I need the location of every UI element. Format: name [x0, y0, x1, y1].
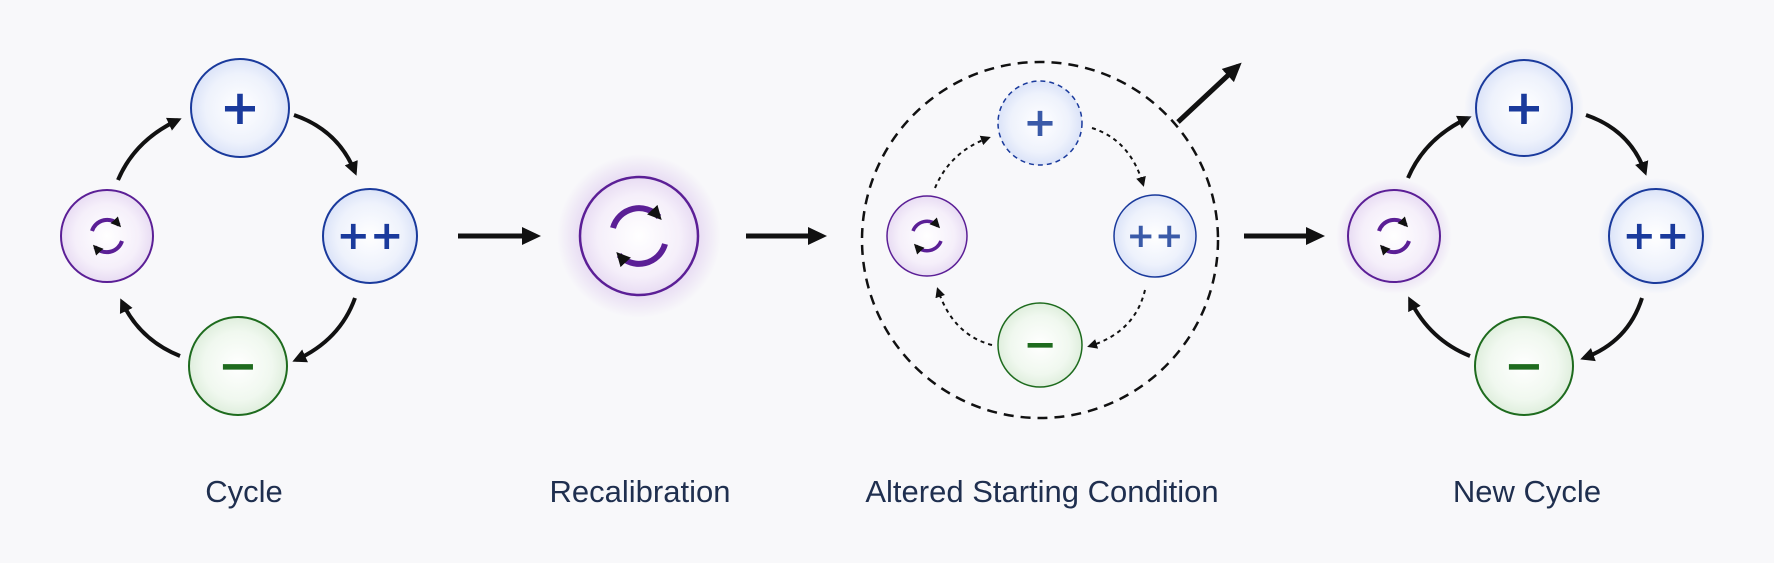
cycle-arrow-doubleplus-to-minus	[292, 297, 357, 363]
altered-recalibrate-node	[886, 195, 968, 277]
circular-arrows-icon	[90, 216, 124, 256]
altered-plus-node: +	[997, 80, 1083, 166]
label-cycle: Cycle	[205, 474, 283, 509]
newcycle-arrow-plus-to-doubleplus	[1585, 113, 1649, 176]
cycle-arrow-minus-to-purple	[119, 298, 181, 358]
newcycle-arrow-doubleplus-to-minus	[1580, 297, 1644, 362]
boundary-dashed-circle	[860, 60, 1220, 420]
cycle-arrow-plus-to-doubleplus	[293, 113, 358, 176]
circular-arrows-icon	[911, 217, 943, 255]
label-altered-starting-condition: Altered Starting Condition	[865, 474, 1219, 509]
newcycle-minus-node: −	[1474, 316, 1574, 416]
double-plus-sign: ++	[1622, 213, 1689, 259]
plus-sign: +	[1504, 80, 1544, 136]
double-plus-sign: ++	[336, 213, 403, 259]
newcycle-arrow-minus-to-purple	[1408, 296, 1471, 358]
newcycle-plus-node: +	[1464, 48, 1584, 168]
stage-recalibration	[557, 154, 721, 318]
cycle-arrow-purple-to-plus	[116, 117, 182, 181]
plus-sign: +	[1023, 100, 1057, 146]
double-plus-sign: ++	[1127, 216, 1184, 256]
altered-arrow-doubleplus-to-minus	[1087, 289, 1146, 349]
arrow-up-right-icon	[1176, 62, 1242, 124]
stage-cycle: + ++ −	[60, 58, 418, 416]
minus-sign: −	[218, 338, 258, 394]
label-new-cycle: New Cycle	[1452, 474, 1602, 509]
recalibration-node	[578, 175, 700, 297]
newcycle-arrow-purple-to-plus	[1406, 115, 1472, 179]
altered-minus-node: −	[997, 302, 1083, 388]
altered-arrow-minus-to-purple	[935, 287, 993, 346]
minus-sign: −	[1023, 322, 1057, 368]
altered-arrow-purple-to-plus	[934, 135, 991, 189]
label-recalibration: Recalibration	[549, 474, 731, 509]
stage-altered: + ++ −	[860, 60, 1242, 420]
minus-sign: −	[1504, 338, 1544, 394]
cycle-plus-node: +	[190, 58, 290, 158]
cycle-recalibrate-node	[60, 189, 154, 283]
cycle-double-plus-node: ++	[322, 188, 418, 284]
plus-sign: +	[220, 80, 260, 136]
circular-arrows-icon	[1377, 216, 1411, 256]
altered-double-plus-node: ++	[1113, 194, 1197, 278]
altered-arrow-plus-to-doubleplus	[1091, 127, 1146, 187]
stage-new-cycle: + ++ −	[1336, 48, 1714, 416]
newcycle-double-plus-node: ++	[1598, 178, 1714, 294]
circular-arrows-icon	[610, 204, 668, 268]
newcycle-recalibrate-node	[1336, 178, 1452, 294]
cycle-minus-node: −	[188, 316, 288, 416]
